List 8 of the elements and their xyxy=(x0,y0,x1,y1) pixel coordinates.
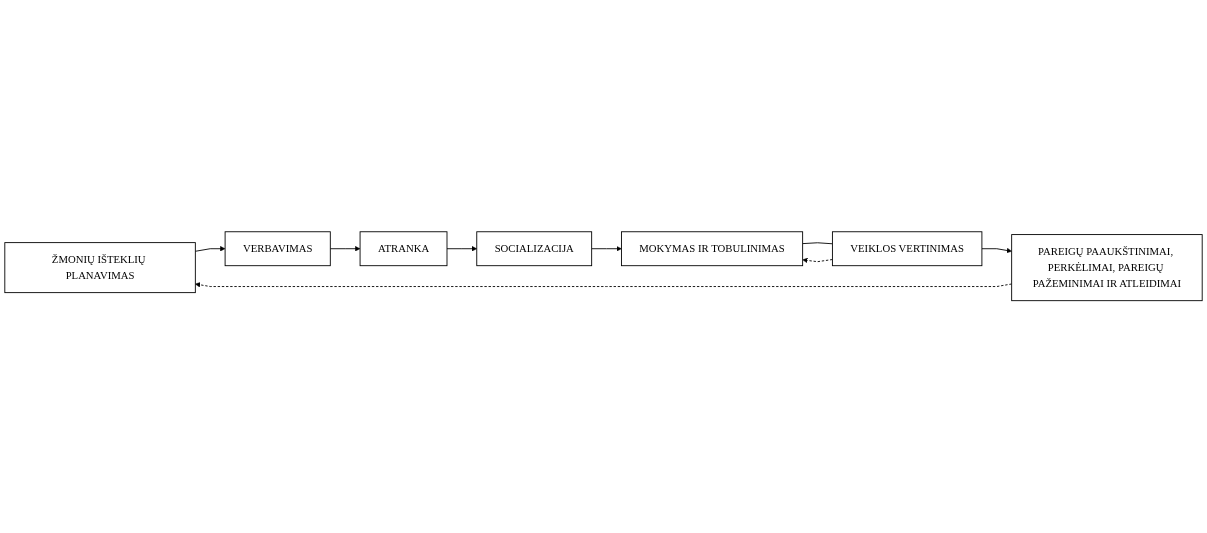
node-box: PAREIGŲ PAAUKŠTINIMAI, PERKĖLIMAI, PAREIGŲ PAŽEMINIMAI IR ATLEIDIMAI xyxy=(1011,234,1203,302)
node-box: VEIKLOS VERTINIMAS xyxy=(831,231,983,267)
node-box: MOKYMAS IR TOBULINIMAS xyxy=(621,231,804,267)
node-box: SOCIALIZACIJA xyxy=(476,231,593,267)
node-box: VERBAVIMAS xyxy=(224,231,331,267)
node-box: ŽMONIŲ IŠTEKLIŲ PLANAVIMAS xyxy=(4,242,196,294)
connector xyxy=(802,242,833,245)
node-box: ATRANKA xyxy=(359,231,448,267)
